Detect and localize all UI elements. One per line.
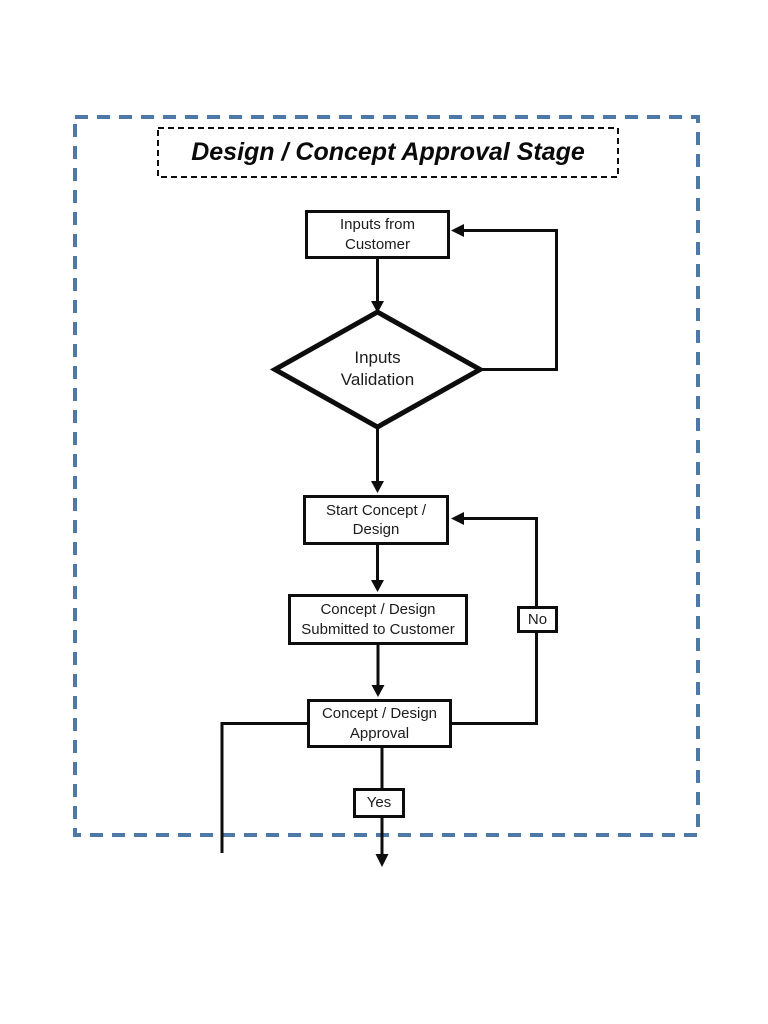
connector-validation-feedback-loop [463, 229, 558, 371]
arrowhead-into-submitted [371, 580, 384, 592]
stage-title: Design / Concept Approval Stage [191, 138, 585, 166]
arrowhead-no-into-start [451, 512, 464, 525]
connector-approval-left-exit [220, 722, 308, 853]
arrowhead-into-inputs-from-customer [451, 224, 464, 237]
node-start-concept-design: Start Concept / Design [303, 495, 449, 545]
node-concept-design-submitted: Concept / Design Submitted to Customer [288, 594, 468, 645]
arrowhead-into-approval [371, 685, 385, 697]
arrowhead-into-start [371, 481, 384, 493]
node-inputs-validation-label: Inputs Validation [340, 347, 415, 389]
arrowhead-into-validation [371, 301, 384, 313]
edge-label-no: No [517, 606, 558, 633]
edge-label-yes: Yes [353, 788, 405, 818]
stage-title-dashed-border [157, 127, 619, 178]
stage-boundary-dashed-border [73, 115, 700, 837]
node-inputs-from-customer: Inputs from Customer [305, 210, 450, 259]
arrowhead-exit-bottom [375, 854, 389, 867]
node-concept-design-approval: Concept / Design Approval [307, 699, 452, 748]
